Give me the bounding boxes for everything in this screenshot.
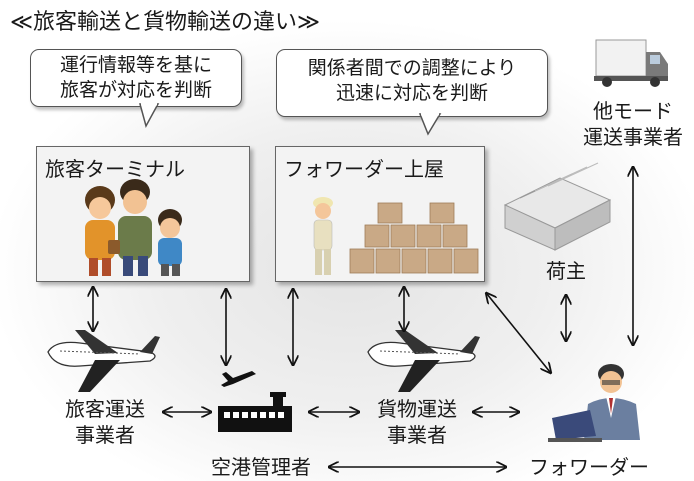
factory-icon [503,162,612,251]
passenger-family-icon [85,179,182,276]
arrow-shed-forwarder [487,294,550,372]
bubble-tail-passenger [139,102,160,128]
passenger-carrier-line2: 事業者 [75,423,135,447]
airport-manager-label: 空港管理者 [211,455,311,479]
arrows [93,168,633,467]
cargo-carrier-label: 貨物運送 事業者 [362,396,472,448]
bubble-cargo: 関係者間での調整により 迅速に対応を判断 [276,49,548,117]
cargo-carrier-line2: 事業者 [387,423,447,447]
cargo-boxes-icon [349,202,479,274]
bubble-cargo-line1: 関係者間での調整により [307,57,517,79]
bubble-tail-cargo [418,112,442,136]
page-title: ≪旅客輸送と貨物輸送の違い≫ [10,10,321,35]
bubble-passenger: 運行情報等を基に 旅客が対応を判断 [30,49,242,107]
other-mode-line2: 運送事業者 [583,125,683,149]
bubble-passenger-line2: 旅客が対応を判断 [59,79,212,101]
forwarder-shed-label: フォワーダー上屋 [284,157,444,181]
truck-icon [594,39,668,87]
warehouse-worker-icon [313,197,333,275]
forwarder-label: フォワーダー [529,455,649,479]
passenger-carrier-line1: 旅客運送 [65,397,145,421]
bubble-passenger-line1: 運行情報等を基に [59,54,212,76]
airport-terminal-icon [218,371,292,432]
bubble-cargo-line2: 迅速に対応を判断 [335,82,488,104]
other-mode-line1: 他モード [593,99,673,123]
forwarder-person-icon [548,364,640,442]
cargo-carrier-line1: 貨物運送 [377,397,457,421]
other-mode-label: 他モード 運送事業者 [575,98,691,150]
passenger-airplane-icon [47,330,160,392]
passenger-terminal-label: 旅客ターミナル [45,157,185,181]
shipper-label: 荷主 [546,259,586,283]
cargo-airplane-icon [367,330,480,392]
passenger-carrier-label: 旅客運送 事業者 [50,396,160,448]
